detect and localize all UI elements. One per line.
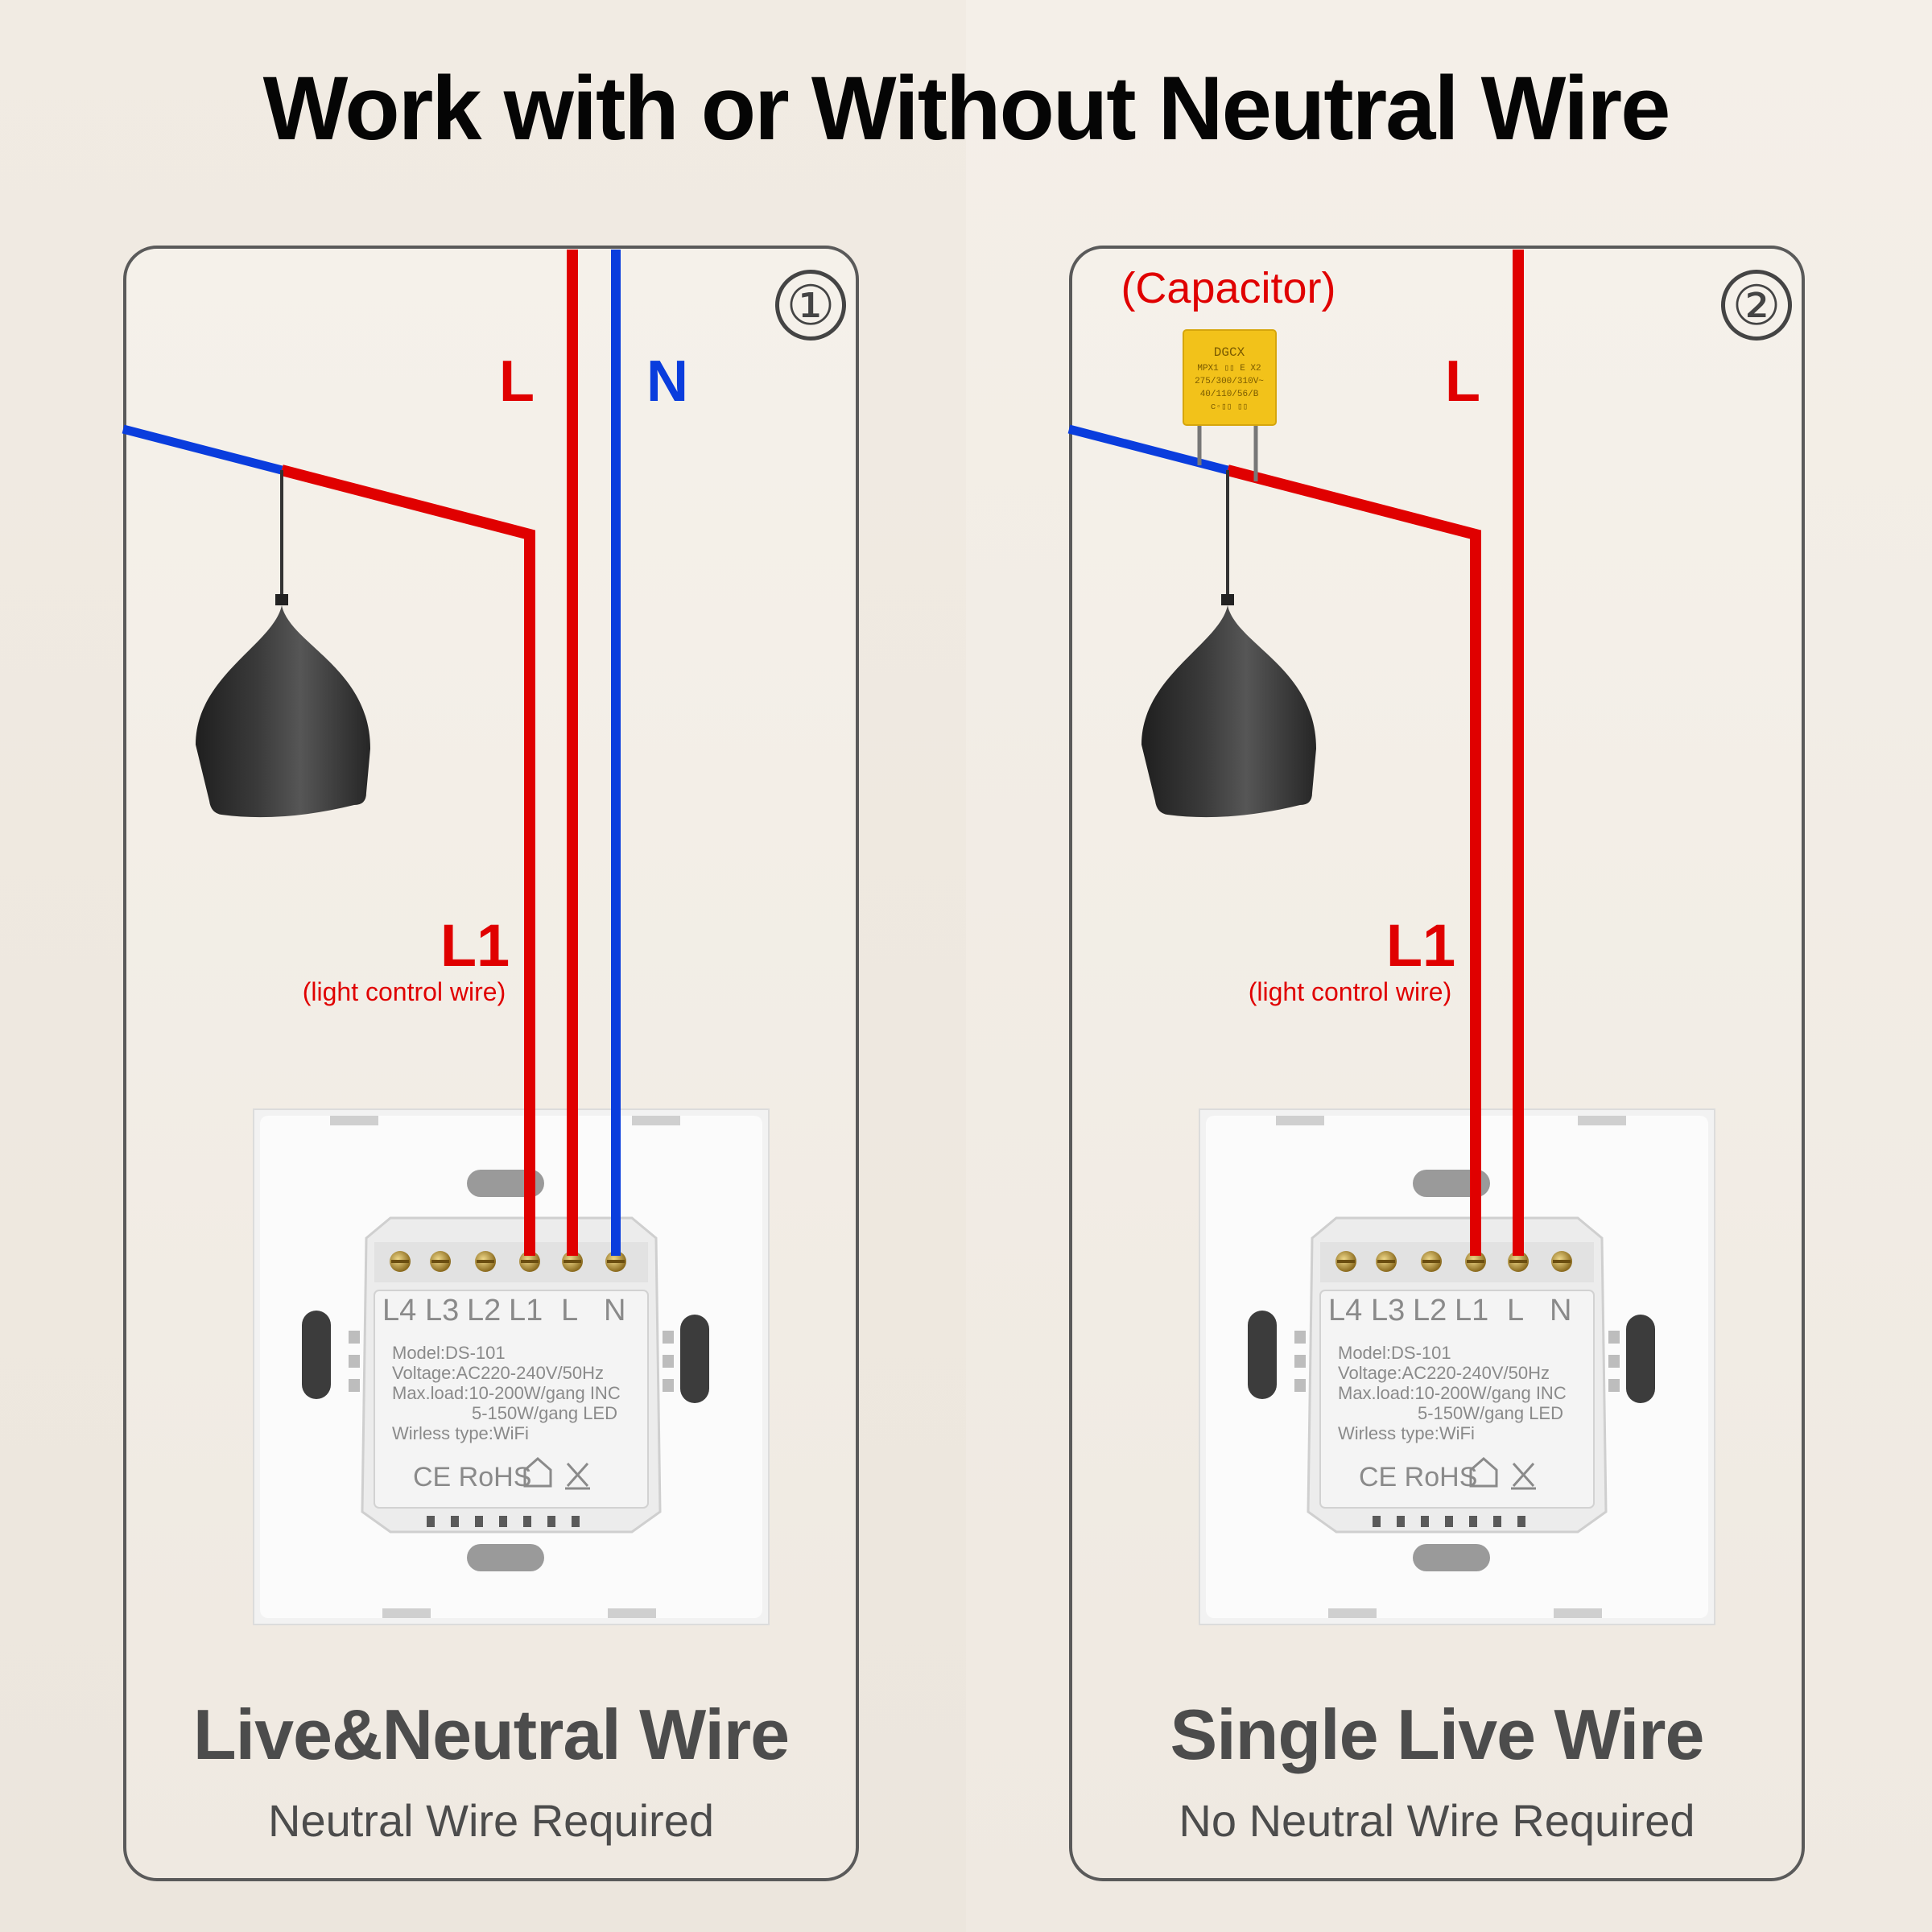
live-label: L	[499, 349, 535, 414]
maxload-text: Max.load:10-200W/gang INC	[392, 1383, 621, 1403]
live-label: L	[1445, 349, 1480, 414]
terminal-label: L1	[509, 1294, 543, 1327]
cert-text: CE RoHS	[1359, 1462, 1477, 1492]
panel-title: Live&Neutral Wire	[192, 1695, 790, 1774]
voltage-text: Voltage:AC220-240V/50Hz	[1338, 1363, 1550, 1383]
terminal-label: L	[1507, 1294, 1524, 1327]
terminal-label: L2	[1413, 1294, 1447, 1327]
terminal-label: L1	[1455, 1294, 1488, 1327]
control-wire-l1	[280, 464, 535, 1256]
module-label: L4 L3 L2 L1 L N Model:DS-101 Voltage:AC2…	[1328, 1294, 1571, 1492]
wireless-text: Wirless type:WiFi	[392, 1423, 529, 1443]
capacitor-label: (Capacitor)	[1121, 264, 1335, 312]
cert-text: CE RoHS	[413, 1462, 531, 1492]
panel-subtitle: No Neutral Wire Required	[1179, 1795, 1695, 1846]
capacitor-icon: DGCX MPX1 ▯▯ E X2 275/300/310V~ 40/110/5…	[1183, 329, 1277, 481]
control-note: (light control wire)	[303, 977, 506, 1006]
terminal-label: L3	[425, 1294, 459, 1327]
house-icon	[1469, 1457, 1498, 1488]
control-label: L1	[440, 912, 510, 979]
terminal-label: N	[604, 1294, 625, 1327]
neutral-wire-to-lamp	[122, 424, 283, 475]
terminal-label: L	[561, 1294, 578, 1327]
maxload-text: Max.load:10-200W/gang INC	[1338, 1383, 1567, 1403]
house-icon	[523, 1457, 552, 1488]
model-text: Model:DS-101	[392, 1343, 506, 1363]
voltage-text: Voltage:AC220-240V/50Hz	[392, 1363, 604, 1383]
page-title: Work with or Without Neutral Wire	[262, 58, 1671, 159]
module-label: L4 L3 L2 L1 L N Model:DS-101 Voltage:AC2…	[382, 1294, 625, 1492]
panel-2-drawing: DGCX MPX1 ▯▯ E X2 275/300/310V~ 40/110/5…	[1067, 250, 1716, 1626]
terminal-label: L4	[382, 1294, 416, 1327]
weee-bin-icon	[1511, 1463, 1536, 1490]
terminal-label: L3	[1371, 1294, 1405, 1327]
capacitor-print: 275/300/310V~	[1195, 377, 1264, 386]
capacitor-print: 40/110/56/B	[1200, 390, 1259, 399]
panel-number-badge: ②	[1721, 270, 1792, 341]
model-text: Model:DS-101	[1338, 1343, 1451, 1363]
panel-1-drawing: L N L1 (light control wire) L4 L3 L2 L1 …	[122, 250, 770, 1626]
terminal-label: L4	[1328, 1294, 1362, 1327]
capacitor-print: DGCX	[1214, 345, 1245, 360]
panel-subtitle: Neutral Wire Required	[268, 1795, 714, 1846]
maxload-led-text: 5-150W/gang LED	[1418, 1403, 1563, 1423]
terminal-label: N	[1550, 1294, 1571, 1327]
weee-bin-icon	[565, 1463, 590, 1490]
pendant-lamp-icon	[196, 470, 370, 818]
panel-title: Single Live Wire	[1170, 1695, 1705, 1774]
pendant-lamp-icon	[1141, 470, 1316, 818]
neutral-label: N	[646, 349, 688, 414]
neutral-wire-to-lamp	[1067, 424, 1229, 475]
control-label: L1	[1386, 912, 1455, 979]
terminal-label: L2	[467, 1294, 501, 1327]
panel-number-badge: ①	[775, 270, 846, 341]
control-wire-l1	[1226, 464, 1481, 1256]
control-note: (light control wire)	[1249, 977, 1452, 1006]
wireless-text: Wirless type:WiFi	[1338, 1423, 1475, 1443]
maxload-led-text: 5-150W/gang LED	[472, 1403, 617, 1423]
capacitor-print: MPX1 ▯▯ E X2	[1197, 364, 1261, 374]
capacitor-print: c◦▯▯ ▯▯	[1211, 402, 1248, 412]
